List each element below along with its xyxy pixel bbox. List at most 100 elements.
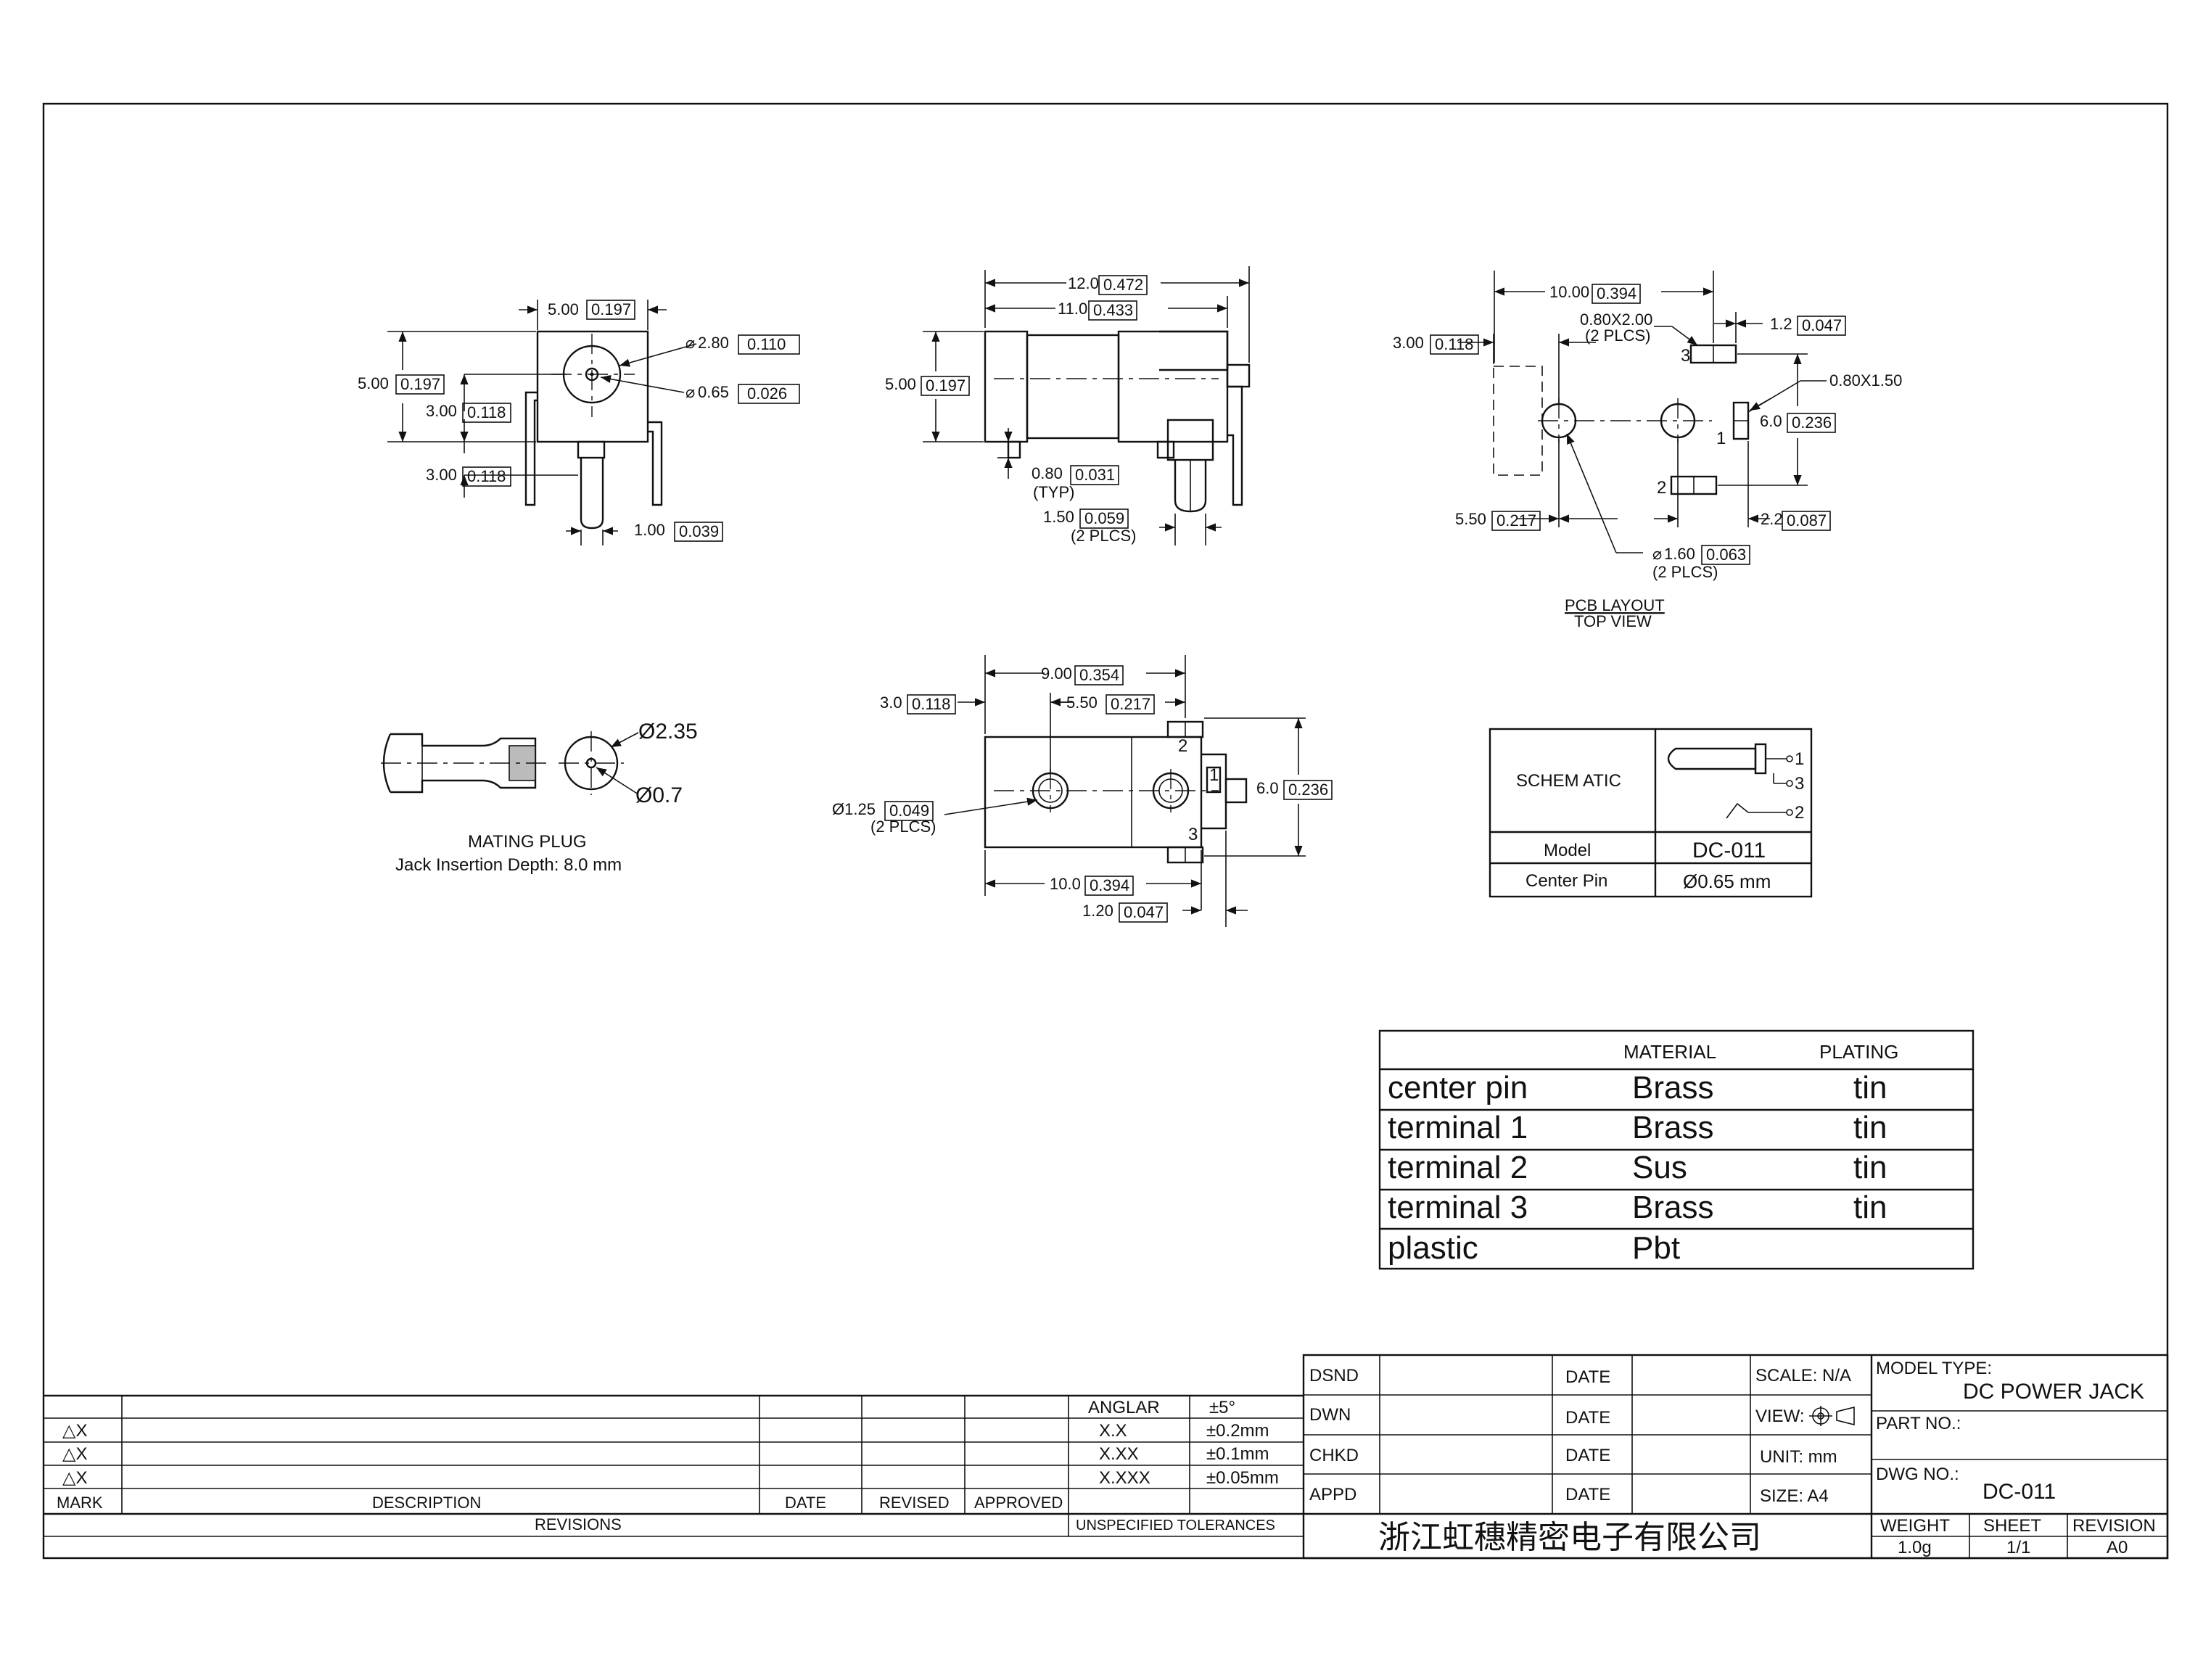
- label-date: DATE: [1565, 1446, 1610, 1465]
- unspecified-tolerances: UNSPECIFIED TOLERANCES: [1076, 1518, 1275, 1533]
- top-view: 2 1 3 9.00 0.354 3.0 0.118 5.50 0.217 6.…: [832, 655, 1333, 927]
- dim-side-typ-note: (TYP): [1033, 483, 1074, 501]
- dim-side-len1-in: 0.472: [1103, 276, 1143, 294]
- drawing-border: [42, 102, 2169, 1560]
- dim-side-len1: 12.0: [1068, 274, 1099, 292]
- schematic-p1: 1: [1795, 749, 1804, 769]
- pcb-pin3: 3: [1681, 346, 1690, 366]
- label-date: DATE: [1565, 1367, 1610, 1387]
- dim-pcb-h-in: 0.236: [1792, 413, 1832, 432]
- dim-side-typ: 0.80: [1032, 464, 1063, 482]
- dim-front-height: 5.00: [358, 374, 389, 392]
- projection-icon: [1809, 1406, 1855, 1426]
- dim-pcb-r: 1.2: [1770, 315, 1792, 333]
- model-type-label: MODEL TYPE:: [1876, 1359, 1992, 1378]
- rev-mark: △X: [62, 1421, 87, 1441]
- dim-front-h1: 3.00: [426, 402, 457, 420]
- plug-title: MATING PLUG: [468, 832, 587, 852]
- dim-side-height: 5.00: [885, 375, 916, 393]
- label-dwn: DWN: [1309, 1405, 1351, 1425]
- plug-d2: Ø0.7: [635, 783, 683, 807]
- svg-text:⌀: ⌀: [685, 383, 695, 401]
- dim-pcb-slot-note: (2 PLCS): [1585, 326, 1650, 345]
- svg-text:⌀: ⌀: [685, 334, 695, 352]
- dim-pcb-r-in: 0.047: [1802, 316, 1842, 334]
- materials-material: Brass: [1632, 1070, 1713, 1105]
- tol-label: X.X: [1099, 1421, 1127, 1441]
- dim-pcb-h: 6.0: [1760, 412, 1782, 430]
- dim-top-b2: 1.20: [1082, 902, 1113, 920]
- label-unit: UNIT: mm: [1760, 1447, 1837, 1467]
- plug-d1: Ø2.35: [638, 720, 698, 744]
- dim-pcb-hole-in: 0.063: [1706, 545, 1746, 564]
- dim-front-h2: 3.00: [426, 466, 457, 484]
- col-approved: APPROVED: [974, 1494, 1063, 1512]
- col-description: DESCRIPTION: [372, 1494, 481, 1512]
- col-mark: MARK: [57, 1494, 103, 1512]
- plug-subtitle: Jack Insertion Depth: 8.0 mm: [395, 855, 622, 875]
- weight-value: 1.0g: [1898, 1538, 1932, 1557]
- dim-pcb-hole-note: (2 PLCS): [1652, 563, 1718, 581]
- schematic-pin-value: Ø0.65 mm: [1683, 870, 1771, 892]
- materials-table: MATERIAL PLATING center pin Brass tin te…: [1378, 1029, 1975, 1270]
- col-date: DATE: [785, 1494, 826, 1512]
- dim-pcb-w: 10.00: [1549, 283, 1589, 301]
- revision-label: REVISION: [2072, 1516, 2156, 1536]
- schematic-model-value: DC-011: [1692, 839, 1766, 862]
- dim-side-typ-in: 0.031: [1075, 466, 1115, 484]
- dwg-no: DC-011: [1983, 1480, 2056, 1504]
- mating-plug: Ø2.35 Ø0.7 MATING PLUG Jack Insertion De…: [381, 720, 698, 875]
- schematic-p3: 3: [1795, 774, 1804, 794]
- rev-mark: △X: [62, 1444, 87, 1464]
- rev-mark: △X: [62, 1468, 87, 1488]
- col-revised: REVISED: [879, 1494, 950, 1512]
- company-name: 浙江虹穗精密电子有限公司: [1378, 1519, 1761, 1556]
- dim-front-h2-in: 0.118: [467, 467, 506, 485]
- dim-top-hole-note: (2 PLCS): [870, 818, 936, 836]
- front-view: 5.00 0.197 5.00 0.197 3.00 0.118 3.00 0.…: [358, 300, 800, 545]
- materials-part: plastic: [1388, 1230, 1478, 1266]
- dim-front-d1-in: 0.110: [747, 335, 786, 353]
- label-scale: SCALE: N/A: [1755, 1366, 1851, 1385]
- top-pin3: 3: [1188, 825, 1198, 844]
- dim-pcb-b1-in: 0.217: [1496, 511, 1536, 530]
- dim-top-w1-in: 0.354: [1079, 666, 1119, 684]
- materials-part: terminal 2: [1388, 1150, 1528, 1185]
- dim-pcb-hole: 1.60: [1664, 545, 1695, 563]
- dim-top-w2-in: 0.217: [1111, 695, 1150, 713]
- part-no-label: PART NO.:: [1876, 1414, 1961, 1433]
- dim-front-d2-in: 0.026: [747, 384, 787, 403]
- dim-pcb-slot2: 0.80X1.50: [1829, 371, 1902, 390]
- dim-pcb-w-in: 0.394: [1597, 284, 1636, 302]
- revision-value: A0: [2107, 1538, 2128, 1557]
- top-pin2: 2: [1178, 736, 1187, 756]
- schematic-label: SCHEM ATIC: [1516, 771, 1621, 791]
- dim-front-pin: 1.00: [634, 521, 665, 539]
- tol-value: ±0.2mm: [1206, 1421, 1269, 1441]
- dim-pcb-b2-in: 0.087: [1787, 511, 1827, 530]
- schematic-model-label: Model: [1544, 841, 1591, 860]
- schematic-pin-label: Center Pin: [1526, 871, 1607, 891]
- pcb-title: PCB LAYOUT: [1565, 596, 1665, 614]
- materials-material: Brass: [1632, 1190, 1713, 1225]
- side-view: 12.0 0.472 11.0 0.433 5.00 0.197 0.80 0.…: [885, 266, 1251, 545]
- dwg-no-label: DWG NO.:: [1876, 1465, 1959, 1484]
- dim-front-height-in: 0.197: [400, 375, 440, 393]
- materials-material: Brass: [1632, 1110, 1713, 1145]
- pcb-pin2: 2: [1657, 478, 1666, 498]
- label-dsnd: DSND: [1309, 1366, 1359, 1385]
- top-pin1: 1: [1209, 765, 1219, 785]
- label-appd: APPD: [1309, 1485, 1356, 1504]
- tol-value: ±5°: [1209, 1398, 1235, 1417]
- label-date: DATE: [1565, 1408, 1610, 1428]
- pcb-layout: 3 1 2 10.00 0.394 0.80X2.00 (2 PLCS) 1.2…: [1393, 271, 1902, 630]
- dim-top-w2: 5.50: [1066, 693, 1098, 712]
- dim-pcb-b2: 2.2: [1761, 510, 1783, 528]
- dim-front-h1-in: 0.118: [467, 403, 506, 421]
- dim-pcb-slot: 0.80X2.00: [1580, 310, 1652, 329]
- tol-value: ±0.05mm: [1206, 1468, 1279, 1488]
- dim-side-pl-in: 0.059: [1084, 509, 1124, 527]
- dim-top-h: 6.0: [1256, 779, 1279, 797]
- tol-label: X.XX: [1099, 1444, 1139, 1464]
